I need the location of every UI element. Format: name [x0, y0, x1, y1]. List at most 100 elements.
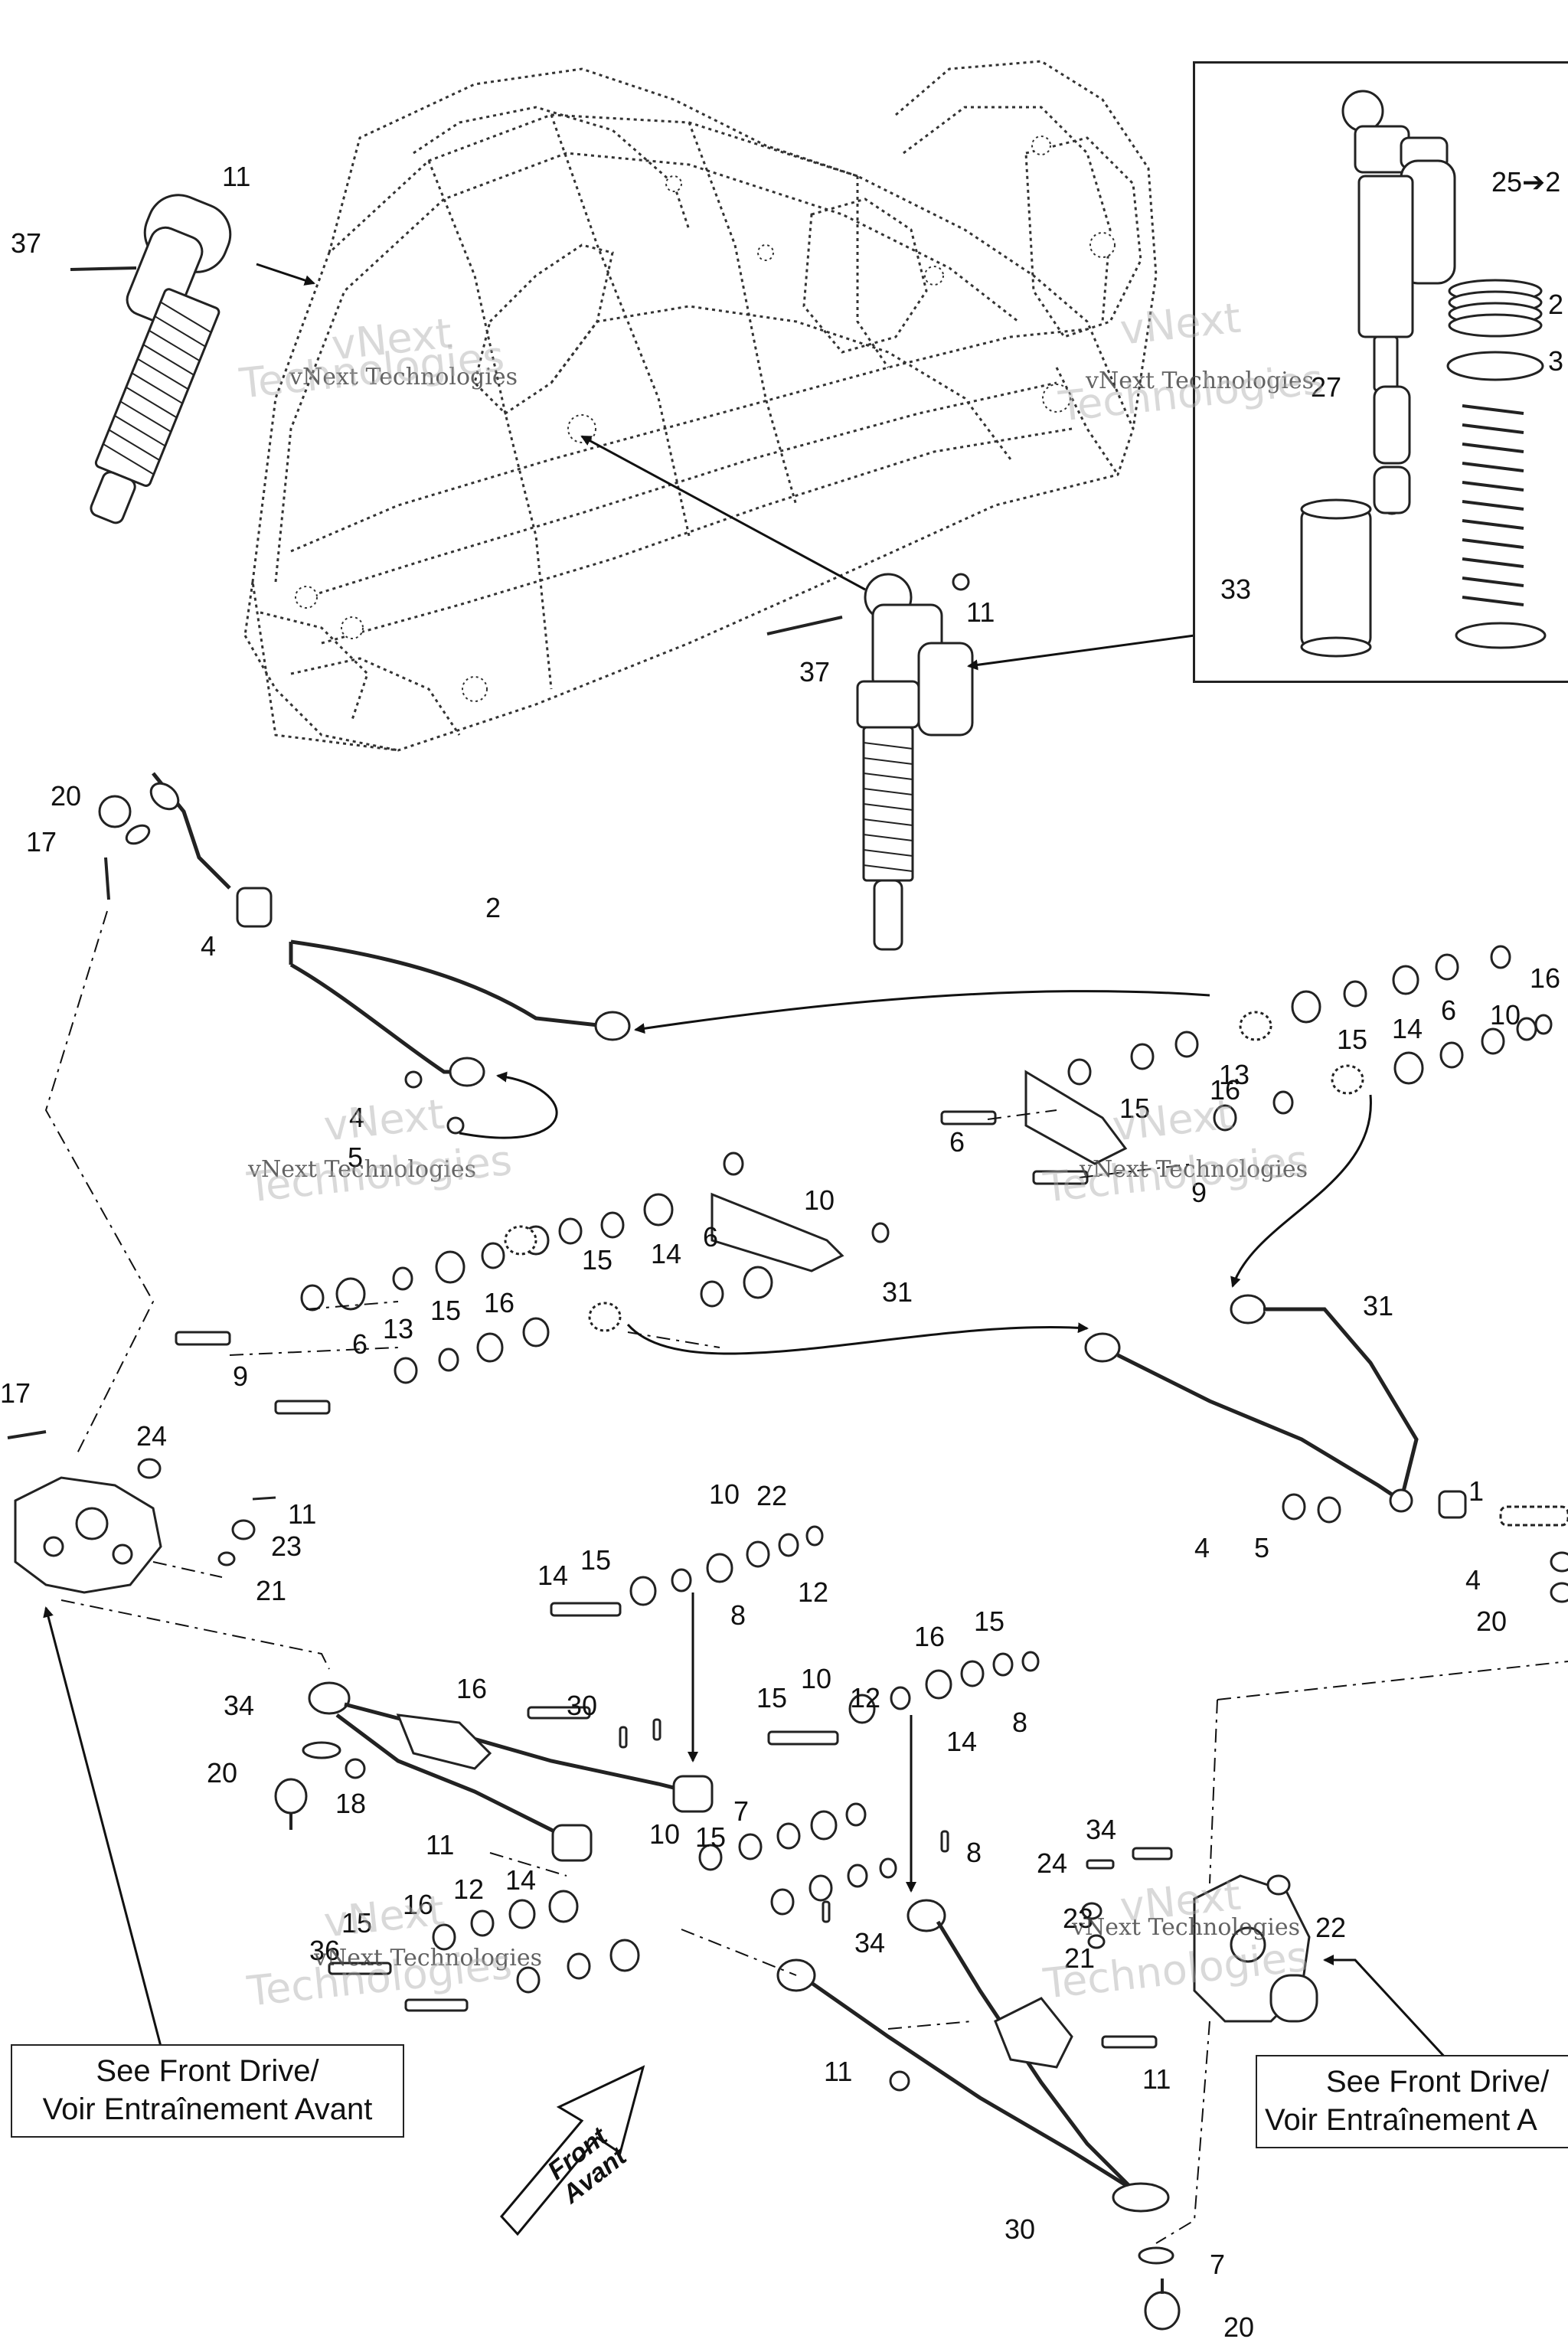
callout-23: 23 [271, 1530, 302, 1562]
callout-11: 11 [966, 596, 995, 628]
frame-bolt-holes [295, 136, 1116, 702]
front-direction-arrow [500, 2065, 645, 2236]
callout-21: 21 [1064, 1942, 1095, 1974]
callout-12: 12 [798, 1576, 828, 1608]
callout-2: 2 [485, 892, 501, 923]
callout-24: 24 [136, 1420, 167, 1452]
steering-knuckle-right [1081, 1847, 1318, 2023]
upper-a-arm-right [1084, 1294, 1568, 1603]
callout-12: 12 [453, 1873, 484, 1905]
inset-shock-parts [1300, 90, 1547, 658]
callout-36: 36 [309, 1935, 340, 1966]
see-front-drive-note-left[interactable]: See Front Drive/ Voir Entraînement Avant [11, 2044, 404, 2138]
callout-15: 15 [580, 1544, 611, 1576]
callout-4: 4 [201, 930, 216, 962]
callout-8: 8 [730, 1599, 746, 1631]
callout-11: 11 [222, 161, 250, 192]
callout-16: 16 [914, 1621, 945, 1652]
callout-14: 14 [946, 1726, 977, 1757]
callout-10: 10 [649, 1818, 680, 1850]
callout-6: 6 [949, 1126, 965, 1158]
callout-6: 6 [703, 1221, 718, 1253]
callout-27: 27 [1311, 371, 1341, 403]
callout-5: 5 [1254, 1532, 1269, 1563]
frame-chassis [243, 60, 1158, 752]
callout-20: 20 [1476, 1606, 1507, 1637]
callout-20: 20 [207, 1757, 237, 1788]
callout-13: 13 [383, 1313, 413, 1344]
callout-11: 11 [1142, 2063, 1171, 2095]
callout-22: 22 [1315, 1912, 1346, 1943]
callout-33: 33 [1220, 573, 1251, 605]
note-right-line1: See Front Drive/ [1326, 2065, 1550, 2099]
note-left-line2: Voir Entraînement Avant [42, 2092, 373, 2126]
callout-11: 11 [426, 1829, 454, 1860]
callout-2: 2 [1548, 289, 1563, 320]
lower-a-arm-left [274, 1681, 714, 1862]
inset-frame [1193, 61, 1568, 683]
see-front-drive-note-right[interactable]: See Front Drive/ Voir Entraînement A [1256, 2055, 1568, 2148]
callout-24: 24 [1037, 1847, 1067, 1879]
callout-10: 10 [709, 1478, 740, 1510]
callout-15: 15 [341, 1907, 372, 1939]
callout-20: 20 [51, 780, 81, 812]
callout-7: 7 [733, 1795, 749, 1827]
callout-9: 9 [233, 1361, 248, 1392]
callout-16: 16 [484, 1287, 514, 1318]
callout-16: 16 [1530, 962, 1560, 994]
callout-10: 10 [1490, 999, 1521, 1031]
callout-9: 9 [1191, 1177, 1207, 1208]
callout-4: 4 [349, 1102, 364, 1133]
callout-14: 14 [651, 1238, 681, 1269]
upper-a-arm-left [98, 772, 631, 1135]
steering-knuckle-left [7, 1430, 276, 1594]
callout-16: 16 [456, 1673, 487, 1704]
shock-absorber-center [766, 573, 974, 951]
callout-14: 14 [537, 1560, 568, 1591]
callout-15: 15 [1119, 1093, 1150, 1124]
callout-21: 21 [256, 1575, 286, 1606]
callout-6: 6 [1441, 995, 1456, 1026]
note-right-line2: Voir Entraînement A [1265, 2103, 1537, 2137]
callout-11: 11 [288, 1498, 316, 1530]
callout-34: 34 [854, 1927, 885, 1958]
callout-8: 8 [1012, 1707, 1027, 1738]
hardware-stack-lower [328, 1525, 1158, 2049]
callout-18: 18 [335, 1788, 366, 1819]
callout-30: 30 [1004, 2213, 1035, 2245]
callout-11: 11 [824, 2056, 852, 2087]
callout-252: 25➔2 [1491, 166, 1560, 198]
callout-22: 22 [756, 1480, 787, 1511]
callout-8: 8 [966, 1837, 982, 1868]
callout-15: 15 [430, 1295, 461, 1326]
callout-37: 37 [11, 227, 41, 259]
callout-15: 15 [974, 1606, 1004, 1637]
callout-14: 14 [505, 1864, 536, 1896]
callout-7: 7 [1210, 2249, 1225, 2280]
callout-12: 12 [850, 1682, 880, 1713]
callout-31: 31 [1363, 1290, 1393, 1321]
callout-16: 16 [403, 1889, 433, 1920]
callout-31: 31 [882, 1276, 913, 1308]
callout-34: 34 [1086, 1814, 1116, 1845]
callout-30: 30 [567, 1690, 597, 1721]
callout-37: 37 [799, 656, 830, 688]
lower-a-arm-right [776, 1830, 1181, 2331]
callout-15: 15 [1337, 1024, 1367, 1055]
callout-16: 16 [1210, 1074, 1240, 1106]
callout-15: 15 [582, 1244, 612, 1276]
callout-15: 15 [695, 1821, 726, 1853]
hardware-stack-right-upper [504, 945, 1553, 1332]
note-left-line1: See Front Drive/ [96, 2054, 319, 2088]
callout-10: 10 [804, 1184, 835, 1216]
dashed-guides [44, 910, 1568, 2244]
leader-lines [43, 263, 1449, 2091]
callout-10: 10 [801, 1663, 831, 1694]
callout-34: 34 [224, 1690, 254, 1721]
callout-5: 5 [348, 1142, 363, 1173]
callout-1: 1 [1468, 1475, 1484, 1507]
callout-15: 15 [756, 1682, 787, 1713]
callout-4: 4 [1465, 1564, 1481, 1596]
